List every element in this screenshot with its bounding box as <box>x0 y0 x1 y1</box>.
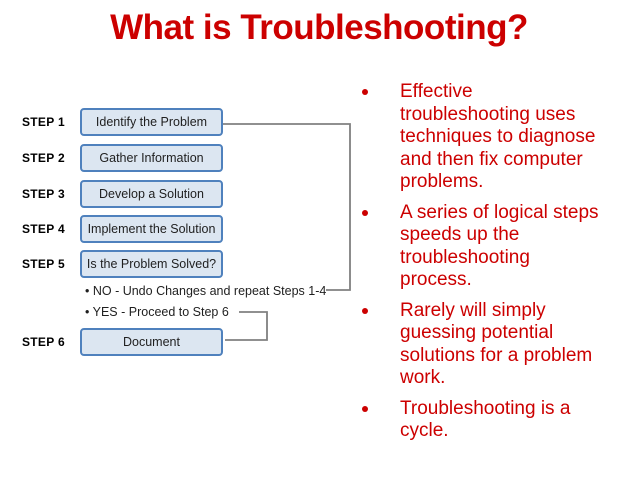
bullet-item: Rarely will simply guessing potential so… <box>352 300 614 390</box>
step-box-problem-solved: Is the Problem Solved? <box>80 250 223 278</box>
bullet-dot-icon <box>362 209 368 216</box>
step-box-implement-solution: Implement the Solution <box>80 215 223 243</box>
step-label-5: STEP 5 <box>22 257 65 271</box>
step-box-identify-problem: Identify the Problem <box>80 108 223 136</box>
step-label-4: STEP 4 <box>22 222 65 236</box>
flow-step-row-3: STEP 3 Develop a Solution <box>22 180 223 208</box>
bullet-dot-icon <box>362 405 368 412</box>
step-label-6: STEP 6 <box>22 335 65 349</box>
bullet-list: Effective troubleshooting uses technique… <box>352 81 614 451</box>
bullet-dot-icon <box>362 89 368 95</box>
flow-note-no: • NO - Undo Changes and repeat Steps 1-4 <box>85 284 327 298</box>
page-title: What is Troubleshooting? <box>110 8 528 47</box>
flow-step-row-2: STEP 2 Gather Information <box>22 144 223 172</box>
step-label-3: STEP 3 <box>22 187 65 201</box>
bullet-item-text: Effective troubleshooting uses technique… <box>400 81 596 192</box>
bullet-item: Effective troubleshooting uses technique… <box>352 81 614 194</box>
flow-step-row-6: STEP 6 Document <box>22 328 223 356</box>
bullet-item-text: Troubleshooting is a cycle. <box>400 397 571 442</box>
bullet-dot-icon <box>362 307 368 314</box>
bullet-item: Troubleshooting is a cycle. <box>352 398 614 443</box>
flow-step-row-5: STEP 5 Is the Problem Solved? <box>22 250 223 278</box>
step-box-develop-solution: Develop a Solution <box>80 180 223 208</box>
bullet-item: A series of logical steps speeds up the … <box>352 202 614 292</box>
step-label-2: STEP 2 <box>22 151 65 165</box>
flow-note-yes: • YES - Proceed to Step 6 <box>85 305 229 319</box>
step-box-document: Document <box>80 328 223 356</box>
step-label-1: STEP 1 <box>22 115 65 129</box>
flow-step-row-1: STEP 1 Identify the Problem <box>22 108 223 136</box>
flow-step-row-4: STEP 4 Implement the Solution <box>22 215 223 243</box>
step-box-gather-information: Gather Information <box>80 144 223 172</box>
bullet-item-text: Rarely will simply guessing potential so… <box>400 299 593 389</box>
bullet-item-text: A series of logical steps speeds up the … <box>400 201 599 291</box>
